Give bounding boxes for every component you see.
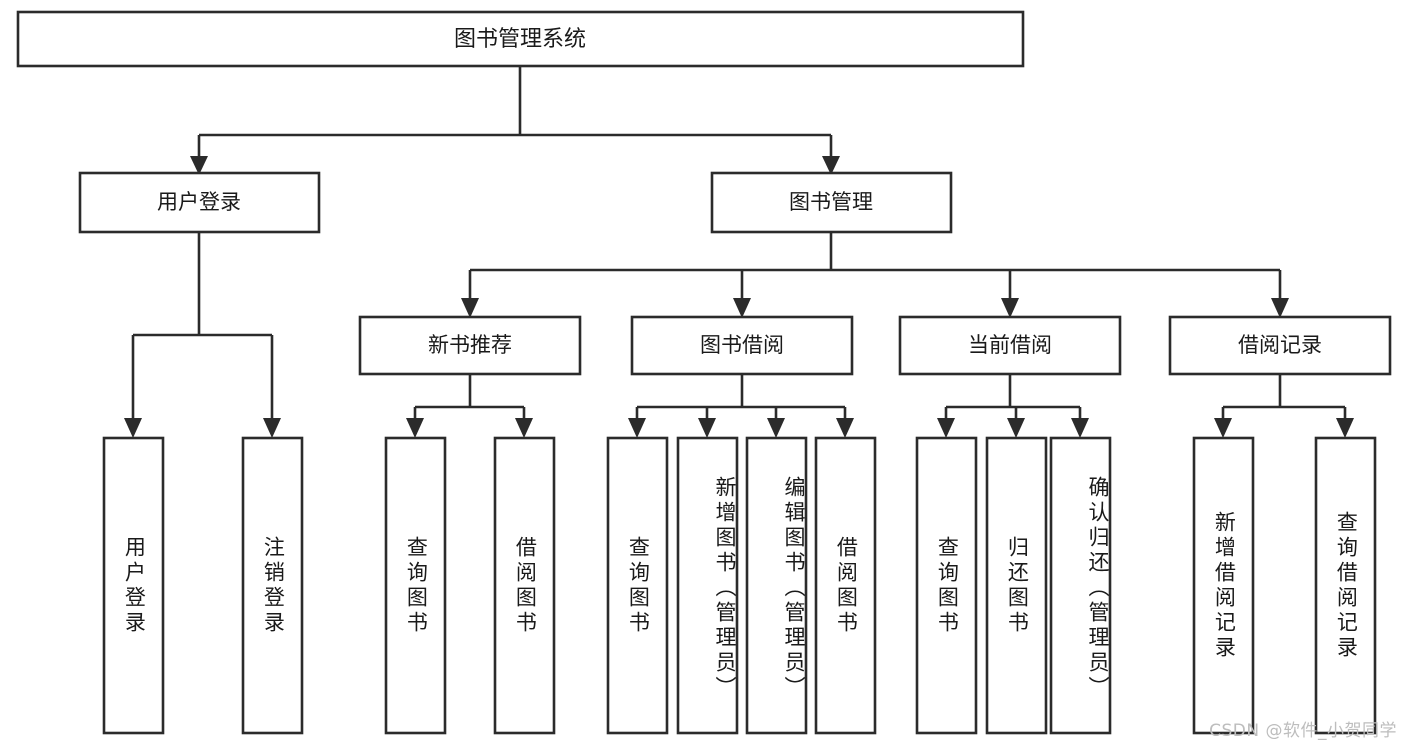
arrow-leaf-query-book-2 <box>628 418 646 438</box>
arrow-leaf-borrow-book-1 <box>515 418 533 438</box>
node-borrow-record[interactable]: 借阅记录 <box>1168 315 1392 376</box>
node-book-borrow-label: 图书借阅 <box>700 333 784 357</box>
node-leaf-confirm-return-rect[interactable] <box>1049 436 1112 735</box>
node-new-book-recommend-label: 新书推荐 <box>428 333 512 357</box>
node-borrow-record-rect[interactable] <box>1168 315 1392 376</box>
node-current-borrow[interactable]: 当前借阅 <box>898 315 1122 376</box>
arrow-leaf-edit-book <box>767 418 785 438</box>
node-root-rect[interactable] <box>16 10 1025 68</box>
node-root[interactable]: 图书管理系统 <box>16 10 1025 68</box>
node-user-login-rect[interactable] <box>78 171 321 234</box>
node-leaf-query-book-1-rect[interactable] <box>384 436 447 735</box>
node-leaf-edit-book-rect[interactable] <box>745 436 808 735</box>
node-leaf-borrow-book-2-rect[interactable] <box>814 436 877 735</box>
node-leaf-return-book-rect[interactable] <box>985 436 1048 735</box>
node-leaf-query-record-rect[interactable] <box>1314 436 1377 735</box>
node-user-login-label: 用户登录 <box>157 190 241 214</box>
arrow-user-login <box>190 156 208 175</box>
node-leaf-user-login-rect[interactable] <box>102 436 165 735</box>
node-leaf-add-book-rect[interactable] <box>676 436 739 735</box>
node-root-label: 图书管理系统 <box>454 27 586 52</box>
node-leaf-user-logout-rect[interactable] <box>241 436 304 735</box>
node-leaf-borrow-book-1-rect[interactable] <box>493 436 556 735</box>
arrow-leaf-return-book <box>1007 418 1025 438</box>
nodes: 图书管理系统 用户登录 图书管理 新书推荐 图书借阅 当前 <box>16 10 1392 735</box>
arrow-leaf-query-book-1 <box>406 418 424 438</box>
node-leaf-query-book-2-rect[interactable] <box>606 436 669 735</box>
arrow-leaf-add-record <box>1214 418 1232 438</box>
arrow-borrow-record <box>1271 298 1289 318</box>
node-user-login[interactable]: 用户登录 <box>78 171 321 234</box>
arrow-leaf-user-logout <box>263 418 281 438</box>
node-new-book-recommend-rect[interactable] <box>358 315 582 376</box>
arrow-current-borrow <box>1001 298 1019 318</box>
node-leaf-query-book-3-rect[interactable] <box>915 436 978 735</box>
node-leaf-add-record-rect[interactable] <box>1192 436 1255 735</box>
arrow-book-manage <box>822 156 840 175</box>
node-new-book-recommend[interactable]: 新书推荐 <box>358 315 582 376</box>
arrow-new-book-recommend <box>461 298 479 318</box>
arrow-leaf-add-book <box>698 418 716 438</box>
node-book-borrow-rect[interactable] <box>630 315 854 376</box>
arrow-leaf-query-book-3 <box>937 418 955 438</box>
node-current-borrow-rect[interactable] <box>898 315 1122 376</box>
arrow-leaf-borrow-book-2 <box>836 418 854 438</box>
node-borrow-record-label: 借阅记录 <box>1238 333 1322 357</box>
node-book-borrow[interactable]: 图书借阅 <box>630 315 854 376</box>
connectors <box>124 66 1354 438</box>
csdn-watermark: CSDN @软件_小贺同学 <box>1209 721 1397 741</box>
arrow-leaf-query-record <box>1336 418 1354 438</box>
arrow-leaf-confirm-return <box>1071 418 1089 438</box>
node-book-manage-rect[interactable] <box>710 171 953 234</box>
node-book-manage[interactable]: 图书管理 <box>710 171 953 234</box>
node-current-borrow-label: 当前借阅 <box>968 333 1052 357</box>
arrow-leaf-user-login <box>124 418 142 438</box>
arrow-book-borrow <box>733 298 751 318</box>
node-book-manage-label: 图书管理 <box>789 190 873 214</box>
